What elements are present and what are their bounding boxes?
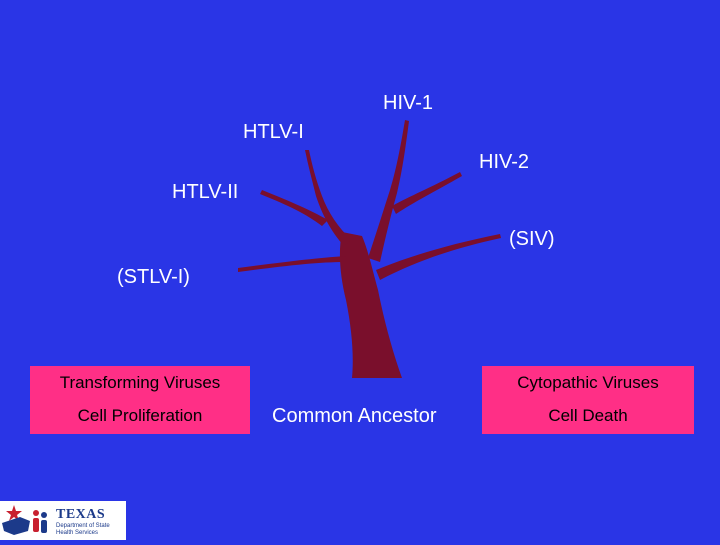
cytopathic-viruses-label: Cytopathic Viruses bbox=[517, 373, 659, 392]
logo-subtitle: Department of State Health Services bbox=[56, 523, 110, 536]
label-htlv-i: HTLV-I bbox=[243, 121, 304, 143]
transforming-viruses-label: Transforming Viruses bbox=[59, 373, 221, 392]
branch-htlv2 bbox=[260, 190, 328, 226]
logo-title: TEXAS bbox=[56, 507, 106, 522]
label-stlv-i: (STLV-I) bbox=[117, 266, 190, 288]
label-common-ancestor: Common Ancestor bbox=[272, 405, 437, 427]
cell-proliferation-label: Cell Proliferation bbox=[77, 406, 203, 425]
texas-star-figures-icon bbox=[2, 505, 47, 535]
cell-death-label: Cell Death bbox=[548, 406, 628, 425]
label-hiv-1: HIV-1 bbox=[383, 92, 434, 114]
branch-siv bbox=[376, 234, 501, 280]
label-hiv-2: HIV-2 bbox=[479, 151, 530, 173]
label-htlv-ii: HTLV-II bbox=[172, 181, 239, 203]
transforming-viruses-box: Transforming Viruses Cell Proliferation bbox=[30, 366, 250, 434]
cytopathic-viruses-box: Cytopathic Viruses Cell Death bbox=[482, 366, 694, 434]
branch-stlv1 bbox=[238, 256, 346, 272]
label-siv: (SIV) bbox=[509, 228, 555, 250]
branch-hiv bbox=[368, 120, 409, 262]
texas-dshs-logo: TEXAS Department of State Health Service… bbox=[0, 501, 126, 540]
tree-trunk bbox=[339, 232, 402, 378]
branch-htlv bbox=[305, 150, 352, 246]
branch-hiv2 bbox=[392, 172, 462, 214]
